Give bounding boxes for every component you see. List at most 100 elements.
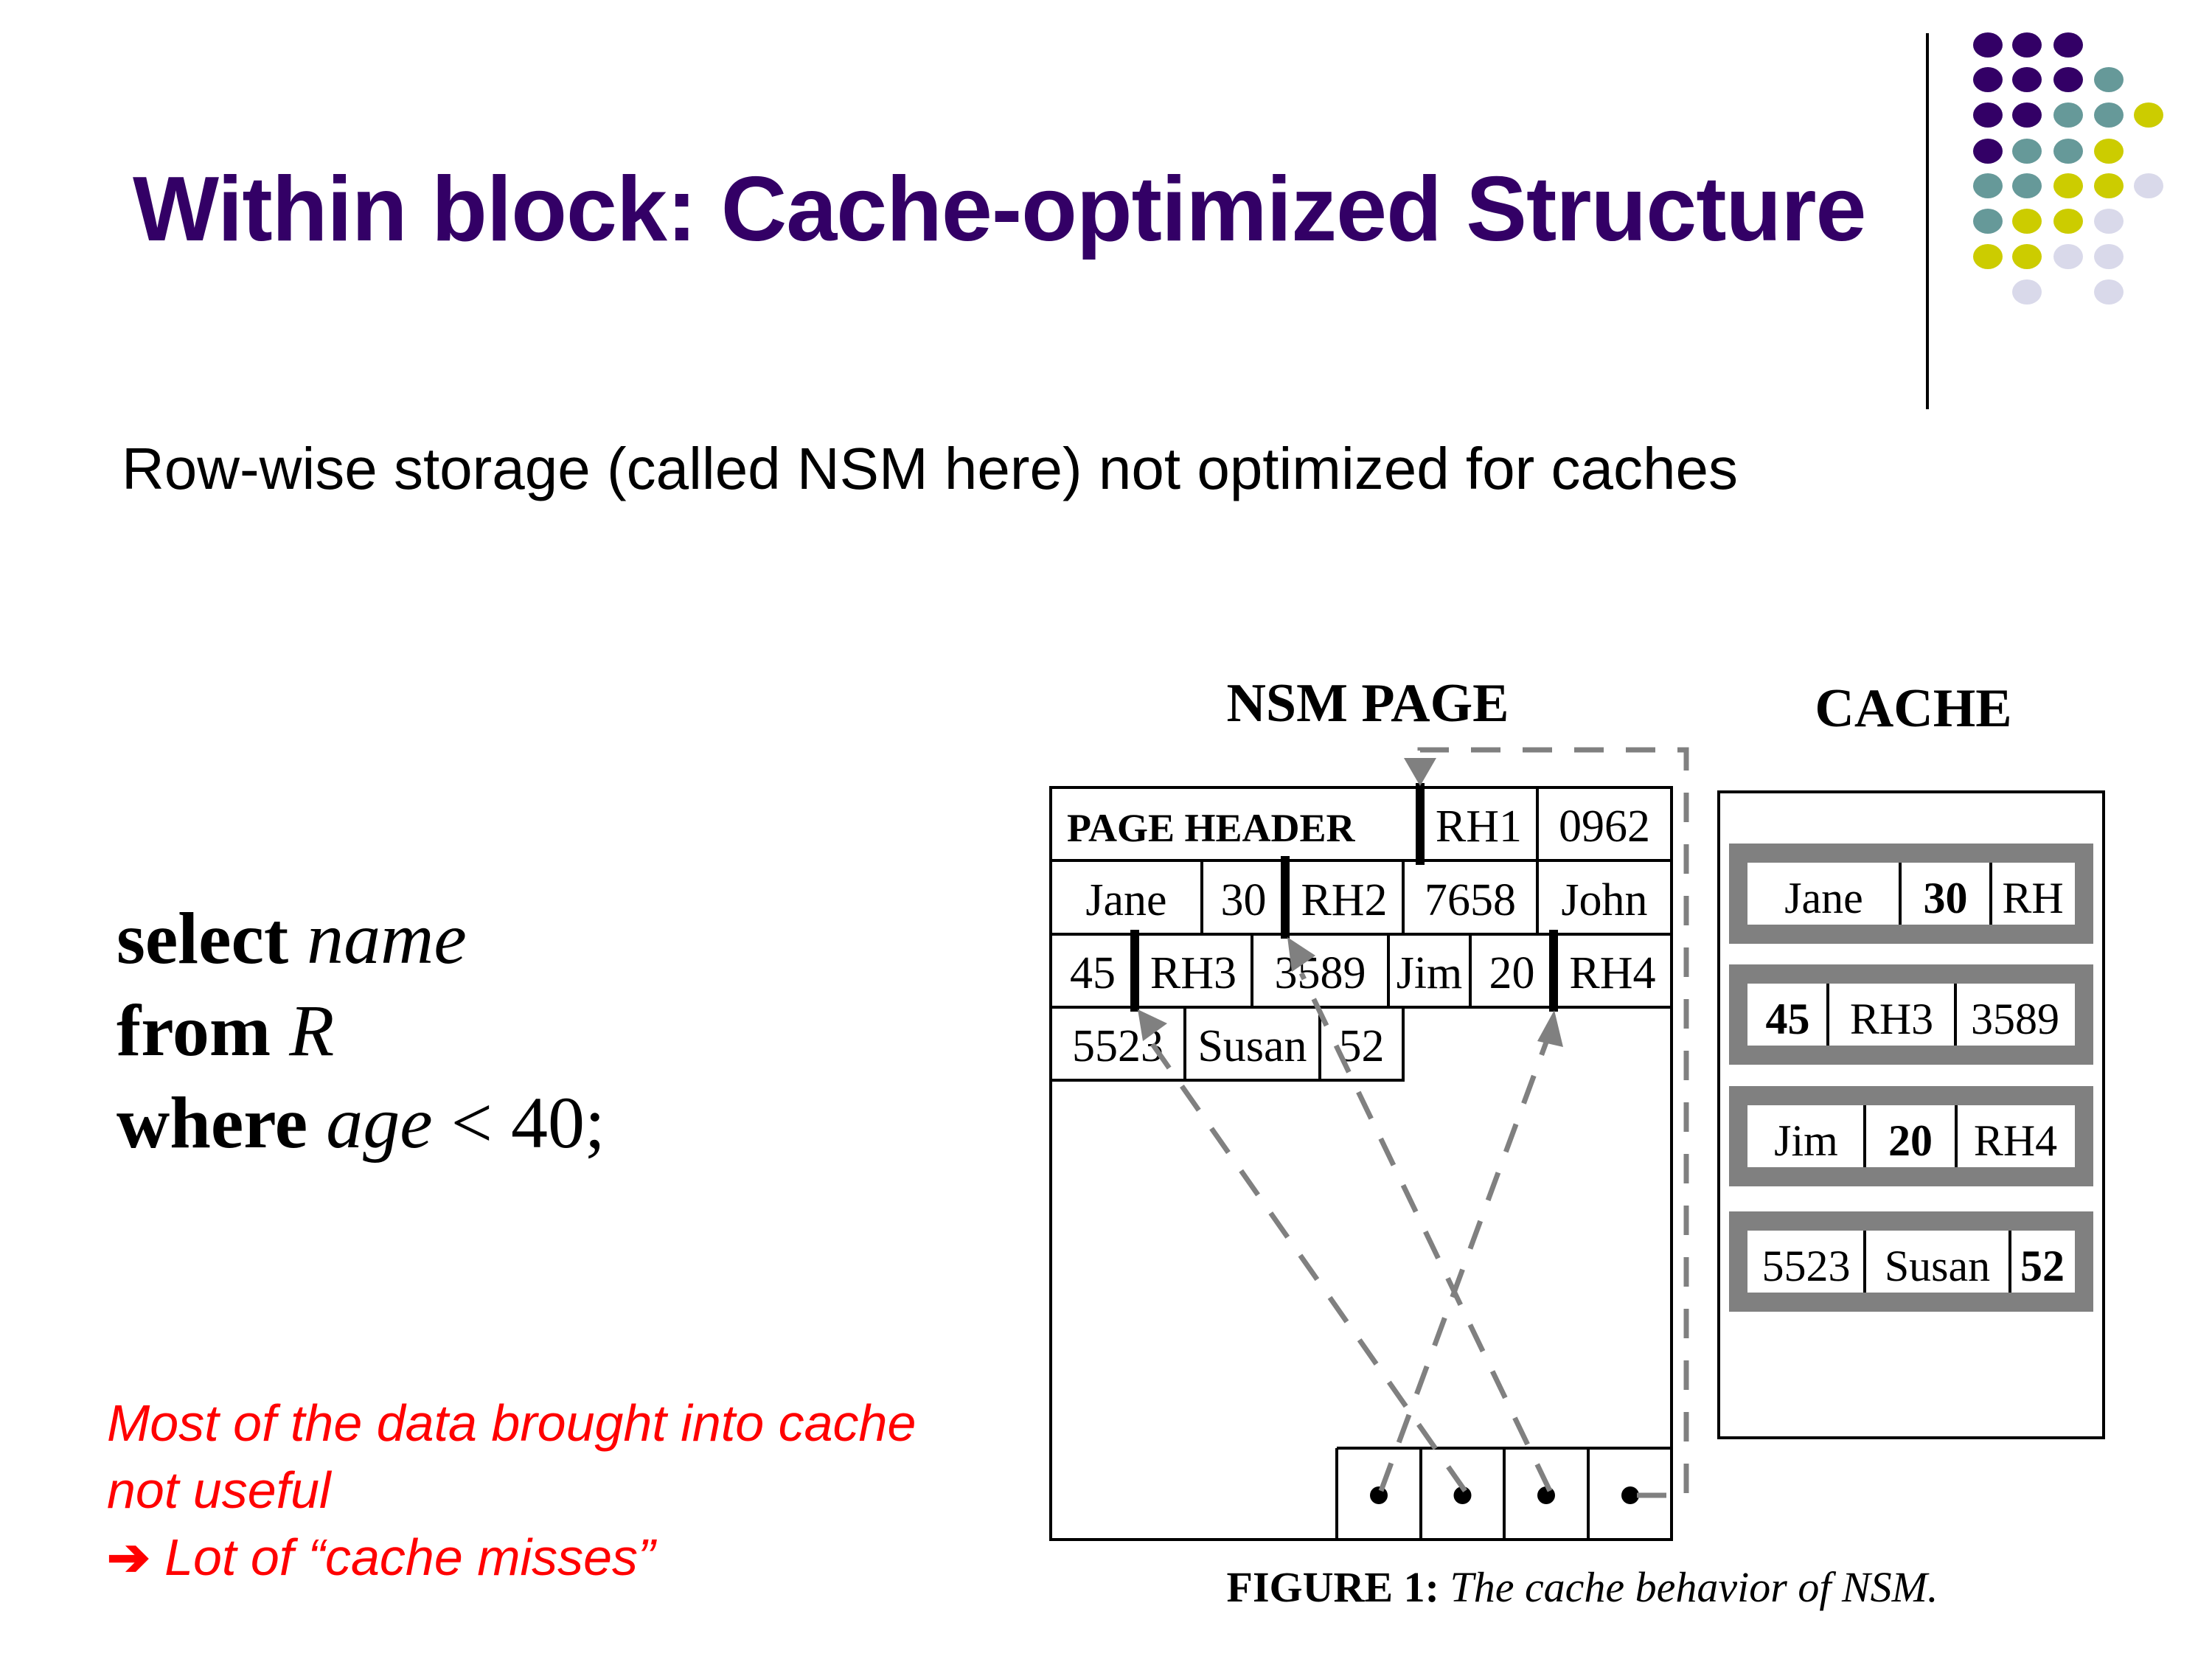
decorative-dot	[1973, 67, 2003, 92]
decorative-dot	[2053, 139, 2083, 164]
page-cell-text: Susan	[1197, 1021, 1307, 1071]
slot-pointer-dot	[1370, 1486, 1388, 1504]
decorative-dot	[2094, 102, 2124, 128]
decorative-dot	[2012, 244, 2042, 269]
record-start-marker	[1549, 930, 1558, 1012]
pointer-line-slot2	[1150, 1042, 1467, 1493]
decorative-dot	[1973, 173, 2003, 198]
decorative-dot	[2012, 67, 2042, 92]
decorative-dot	[2053, 173, 2083, 198]
sql-keyword: where	[116, 1082, 308, 1164]
decorative-dot	[2094, 209, 2124, 234]
note-line-text: Lot of “cache misses”	[150, 1528, 655, 1586]
pointer-arrows	[1138, 747, 1689, 1498]
slide-subtitle: Row-wise storage (called NSM here) not o…	[122, 436, 1738, 501]
cache-cell-text: RH	[2002, 874, 2063, 922]
sql-keyword: select	[116, 897, 289, 979]
note-line: Most of the data brought into cache	[107, 1394, 917, 1452]
record-start-marker	[1416, 783, 1425, 865]
arrowhead	[1138, 1009, 1167, 1041]
cache-cell-text: RH3	[1850, 995, 1933, 1043]
cache-cell-text: 30	[1924, 874, 1968, 922]
cache-cell-text: 45	[1766, 995, 1810, 1043]
note-line: ➔ Lot of “cache misses”	[107, 1524, 916, 1591]
row-divider	[1051, 1007, 1405, 1082]
cache-line-inner	[1747, 1231, 2075, 1293]
nsm-page-border	[1049, 786, 1673, 1541]
decorative-dot	[2053, 102, 2083, 128]
page-cell-text: RH3	[1150, 948, 1237, 998]
decorative-dot	[1973, 209, 2003, 234]
slot-pointer-dot	[1537, 1486, 1555, 1504]
cache-miss-note: Most of the data brought into cache not …	[107, 1390, 916, 1591]
page-cell-text: Jim	[1397, 948, 1463, 998]
caption-label: FIGURE 1:	[1227, 1563, 1439, 1611]
slide-title: Within block: Cache-optimized Structure	[133, 159, 1866, 260]
page-cell-text: 3589	[1275, 948, 1366, 998]
decorative-dot	[2053, 209, 2083, 234]
decorative-dot	[2012, 32, 2042, 58]
decorative-dot	[2012, 102, 2042, 128]
record-start-marker	[1281, 856, 1290, 939]
page-cell-text: RH1	[1436, 801, 1522, 852]
arrowhead	[1404, 758, 1436, 786]
sql-keyword: from	[116, 990, 271, 1071]
sql-condition: < 40;	[432, 1082, 605, 1164]
decorative-dot	[1973, 139, 2003, 164]
decorative-dot	[2134, 102, 2163, 128]
cache-cell-text: Susan	[1885, 1242, 1990, 1290]
decorative-dot	[1973, 102, 2003, 128]
decorative-dot	[2094, 67, 2124, 92]
cache-line-inner	[1747, 1105, 2075, 1167]
slot-pointer-dot	[1453, 1486, 1472, 1504]
slot-pointer-dot	[1621, 1486, 1639, 1504]
decorative-dot	[2012, 279, 2042, 305]
cache-cell-text: RH4	[1974, 1116, 2057, 1165]
cache-cell-text: Jane	[1784, 874, 1863, 922]
sql-identifier: R	[289, 990, 335, 1071]
page-cell-text: 7658	[1425, 875, 1516, 925]
decorative-dot	[2134, 173, 2163, 198]
sql-line-select: select name	[116, 892, 605, 984]
nsm-page-label: NSM PAGE	[1226, 673, 1509, 734]
sql-identifier: name	[307, 897, 467, 979]
page-cell-text: 20	[1489, 948, 1535, 998]
right-arrow-icon: ➔	[107, 1528, 150, 1586]
cache-cell-text: 52	[2020, 1242, 2065, 1290]
page-cell-text: Jane	[1085, 875, 1166, 925]
note-line: not useful	[107, 1461, 331, 1519]
decorative-dot	[2053, 32, 2083, 58]
cache-label: CACHE	[1815, 678, 2011, 739]
pointer-line-slot4	[1417, 747, 1689, 1498]
caption-text: The cache behavior of NSM.	[1439, 1563, 1938, 1611]
cache-line-inner	[1747, 984, 2075, 1046]
decorative-dot-grid-icon	[1973, 32, 2163, 305]
cache-cell-text: 20	[1888, 1116, 1933, 1165]
decorative-dot	[1973, 32, 2003, 58]
decorative-dot	[2094, 279, 2124, 305]
sql-query: select name from R where age < 40;	[116, 892, 605, 1169]
arrowhead	[1537, 1010, 1563, 1047]
decorative-dot	[1973, 244, 2003, 269]
page-cell-text: 45	[1070, 948, 1116, 998]
sql-line-from: from R	[116, 984, 605, 1077]
cache-cell-text: 3589	[1971, 995, 2059, 1043]
page-cell-text: 0962	[1559, 801, 1650, 852]
decorative-dot	[2012, 209, 2042, 234]
cache-cell-text: Jim	[1774, 1116, 1838, 1165]
sql-line-where: where age < 40;	[116, 1077, 605, 1169]
page-cell-text: RH4	[1569, 948, 1655, 998]
header-divider-line	[1926, 33, 1929, 409]
cache-line-inner	[1747, 863, 2075, 925]
arrowhead	[1287, 937, 1315, 972]
decorative-dot	[2053, 244, 2083, 269]
page-cell-text: PAGE HEADER	[1067, 806, 1356, 850]
cache-cell-text: 5523	[1762, 1242, 1851, 1290]
sql-identifier: age	[326, 1082, 433, 1164]
pointer-line-slot3	[1298, 972, 1553, 1492]
decorative-dot	[2012, 139, 2042, 164]
decorative-dot	[2094, 139, 2124, 164]
record-start-marker	[1130, 930, 1139, 1012]
